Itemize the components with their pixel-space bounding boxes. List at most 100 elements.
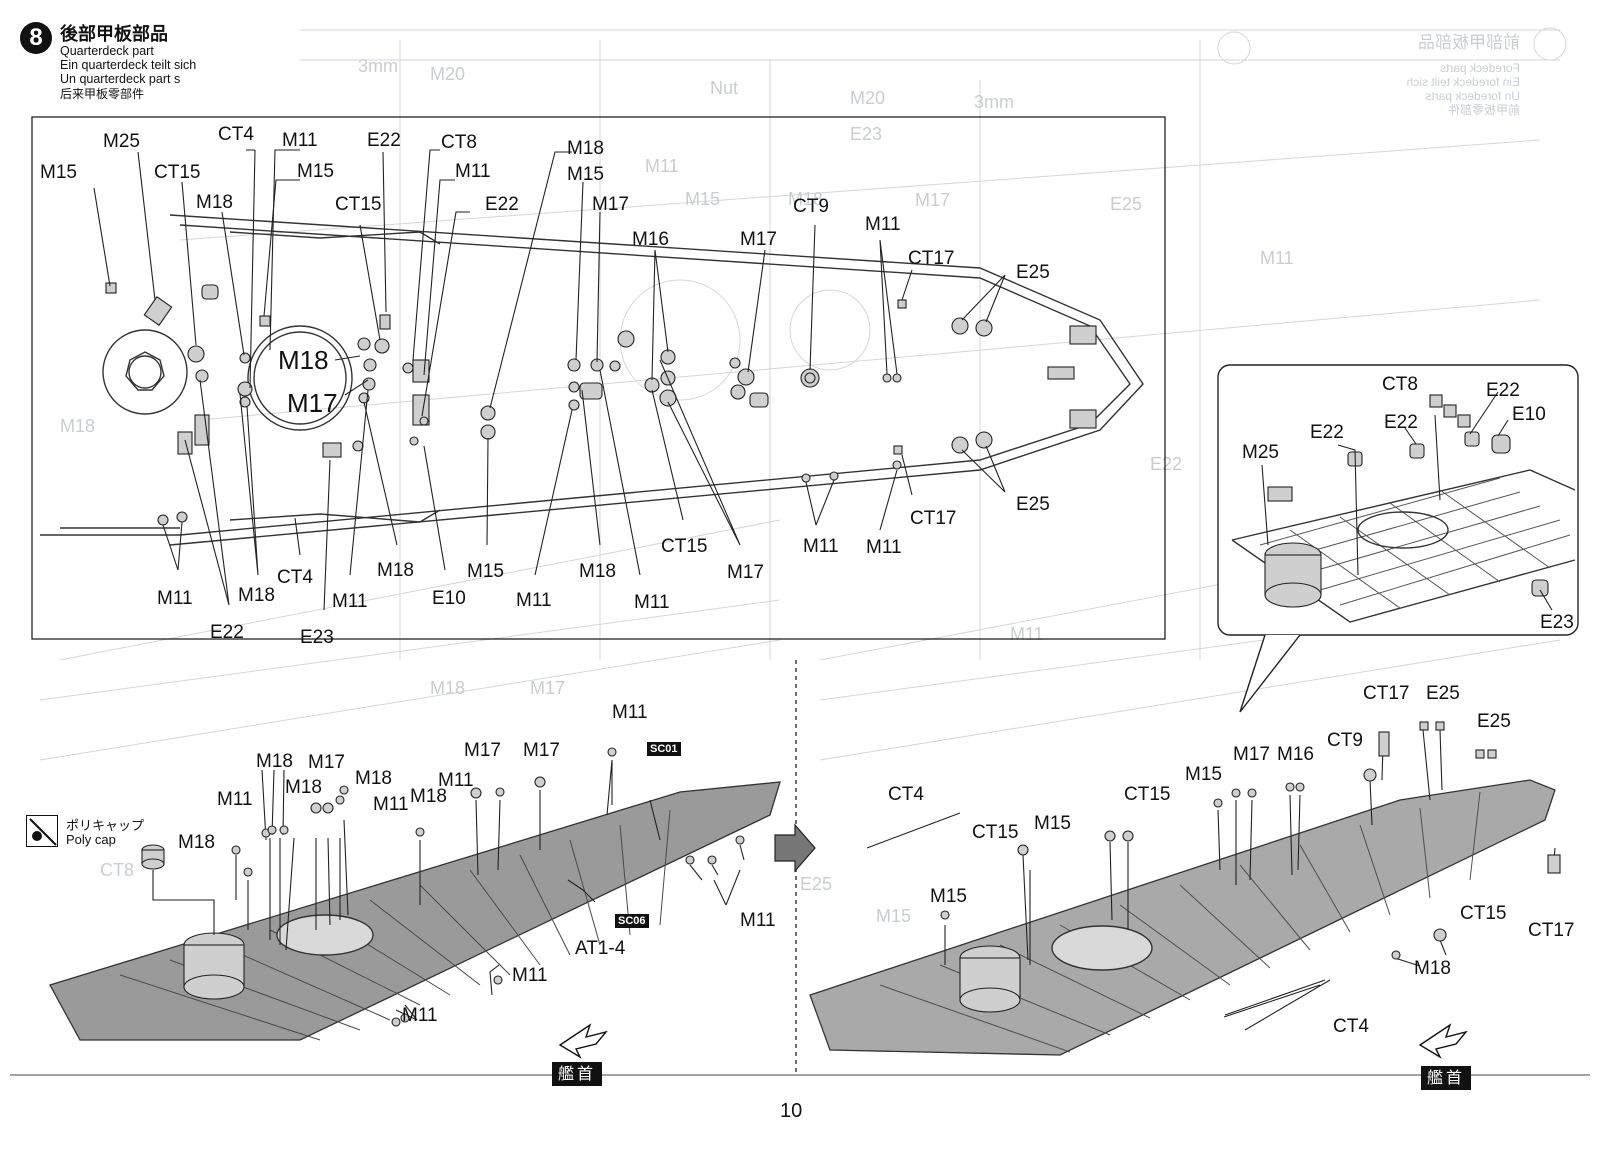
label: M18 [196,192,233,213]
label: E23 [1540,612,1574,633]
label: M11 [402,1005,438,1026]
label: CT17 [1363,683,1409,704]
label: E22 [367,130,401,151]
label: M25 [1242,442,1279,463]
ghost-label: 3mm [974,92,1014,112]
ghost-mirror-line: 前甲板零部件 [1448,102,1520,117]
poly-cap-legend: ポリキャップ Poly cap [26,815,146,855]
step-title-de: Ein quarterdeck teilt sich [60,58,197,72]
ghost-mirror-line: Un foredeck parts [1425,89,1520,103]
label: M11 [373,794,409,815]
label: M11 [332,591,368,612]
label: M15 [930,886,967,907]
background-ghost-art: M20 M20 M11 M18 M15 E23 E25 M17 E22 M18 … [39,27,1567,926]
label: CT8 [1382,374,1418,395]
ghost-label: M18 [788,189,823,209]
label: M11 [217,789,253,810]
ghost-mirror-title: 前部甲板部品 [1418,33,1520,52]
label: E23 [300,627,334,648]
bow-marker-right: 艦首 [1421,1066,1473,1090]
label: M17 [592,194,629,215]
label: CT4 [1333,1016,1369,1037]
label: CT15 [1124,784,1170,805]
inset-callout: CT8 E22 E10 E22 E22 M25 E23 [1217,364,1579,713]
label: E22 [210,622,244,643]
ghost-label: E22 [1150,454,1182,474]
poly-cap-label-en: Poly cap [66,832,116,847]
label: M11 [282,130,318,151]
label: M15 [40,162,77,183]
label: M18 [238,585,275,606]
label: M11 [740,910,776,931]
bow-marker-left: 艦首 [552,1062,604,1086]
label: M11 [866,537,902,558]
ghost-mirror-line: Foredeck parts [1440,61,1520,75]
ghost-label: E23 [850,124,882,144]
ghost-label: M18 [430,678,465,698]
ghost-label: E25 [800,874,832,894]
label: CT4 [218,124,254,145]
label: AT1-4 [575,938,626,959]
label: M25 [103,131,140,152]
label: M11 [438,770,474,791]
label: M18 [178,832,215,853]
label: M11 [634,592,670,613]
label: M15 [467,561,504,582]
label: M15 [1034,813,1071,834]
sc06-tag: SC06 [615,914,649,928]
label: E25 [1477,711,1511,732]
top-detail-frame [31,116,1166,640]
label: M11 [803,536,839,557]
label: CT8 [441,132,477,153]
label: M18 [579,561,616,582]
step-title-en: Quarterdeck part [60,44,154,58]
label: CT17 [910,508,956,529]
label: M18 [355,768,392,789]
label: M11 [455,161,491,182]
left-view-labels: M18 M17 M18 M11 M18 M11 M17 M17 M11 M11 … [178,702,776,1026]
ghost-label: M11 [1260,248,1294,268]
label: M11 [865,214,901,235]
label: E10 [432,588,466,609]
top-hull-plan [40,214,1144,546]
ghost-label: M11 [645,156,679,176]
ghost-mirror-line: Ein foredeck teilt sich [1407,75,1520,89]
ghost-label: M15 [685,189,720,209]
label: M17 [523,740,560,761]
ghost-label: M18 [60,416,95,436]
label: M18 [567,138,604,159]
label: CT4 [888,784,924,805]
label: E25 [1016,262,1050,283]
label: CT17 [908,248,954,269]
label: CT17 [1528,920,1574,941]
label: M11 [516,590,552,611]
label: CT15 [335,194,381,215]
left-deck-view [49,747,781,1041]
label: CT15 [154,162,200,183]
label: E22 [1310,422,1344,443]
step-number-badge: 8 [20,22,52,54]
ghost-label: M17 [530,678,565,698]
label: M15 [297,161,334,182]
label: CT15 [972,822,1018,843]
label: CT15 [661,536,707,557]
ghost-label: M17 [915,190,950,210]
label: E25 [1426,683,1460,704]
label: CT9 [793,196,829,217]
label: M11 [157,588,193,609]
ghost-label: 3mm [358,56,398,76]
label: M17 [464,740,501,761]
step-title-cn: 后来甲板零部件 [60,87,145,101]
part-pins-right [940,721,1561,960]
label: M18 [256,751,293,772]
ghost-label: M20 [430,64,465,84]
label: CT4 [277,567,313,588]
part-pins-left [231,747,745,1027]
label: CT15 [1460,903,1506,924]
bow-arrow-icon [558,1023,1468,1059]
label: M17 [308,752,345,773]
label: M18 [1414,958,1451,979]
ghost-label: M11 [1010,624,1044,644]
label: CT9 [1327,730,1363,751]
ghost-label: Nut [710,78,738,98]
